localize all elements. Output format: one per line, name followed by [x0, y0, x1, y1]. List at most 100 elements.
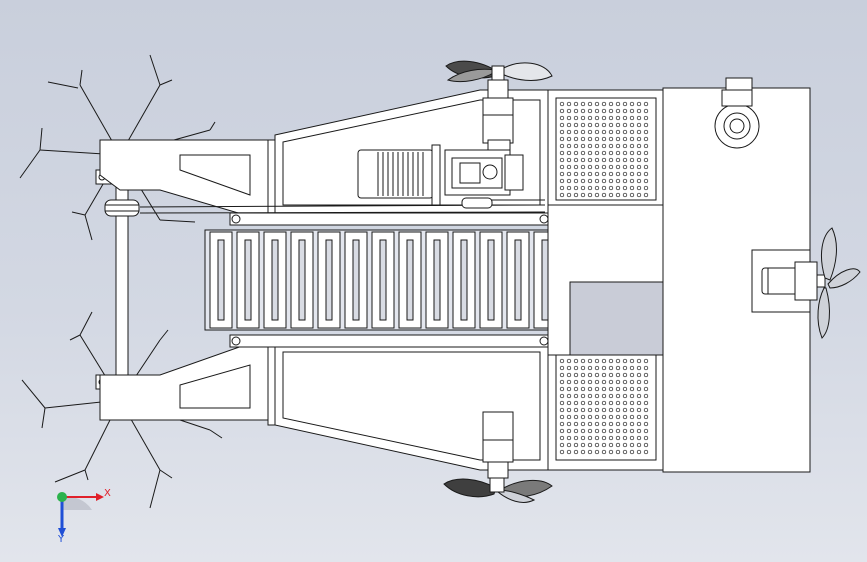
perforation-hole: [636, 379, 642, 385]
perforation-hole: [643, 400, 649, 406]
perforation-hole: [622, 400, 628, 406]
conveyor-slat-slot: [298, 239, 306, 321]
perforation-hole: [608, 386, 614, 392]
perforation-hole: [580, 129, 586, 135]
perforation-hole: [601, 108, 607, 114]
perforation-hole: [580, 400, 586, 406]
perforation-hole: [573, 386, 579, 392]
perforation-hole: [643, 178, 649, 184]
perforation-hole: [580, 365, 586, 371]
perforation-hole: [587, 178, 593, 184]
perforation-hole: [594, 407, 600, 413]
perforation-hole: [601, 407, 607, 413]
perforation-hole: [615, 171, 621, 177]
perforation-hole: [559, 435, 565, 441]
perforation-hole: [573, 372, 579, 378]
perforation-hole: [636, 108, 642, 114]
perforation-hole: [608, 435, 614, 441]
perforation-hole: [629, 358, 635, 364]
perforation-hole: [636, 122, 642, 128]
perforation-hole: [594, 386, 600, 392]
perforation-hole: [594, 449, 600, 455]
perforation-hole: [629, 379, 635, 385]
perforation-hole: [615, 442, 621, 448]
perforation-hole: [622, 372, 628, 378]
perforation-hole: [580, 150, 586, 156]
perforation-hole: [608, 442, 614, 448]
perforation-hole: [587, 421, 593, 427]
perforation-hole: [622, 442, 628, 448]
perforation-hole: [608, 393, 614, 399]
perforation-hole: [636, 115, 642, 121]
perforation-hole: [615, 122, 621, 128]
perforation-hole: [580, 449, 586, 455]
perforation-hole: [587, 185, 593, 191]
perforation-hole: [559, 157, 565, 163]
perforation-hole: [566, 178, 572, 184]
perforation-hole: [594, 122, 600, 128]
perforation-hole: [615, 129, 621, 135]
perforation-hole: [573, 358, 579, 364]
perforation-hole: [622, 407, 628, 413]
perforation-hole: [566, 386, 572, 392]
perforation-hole: [643, 150, 649, 156]
perforation-hole: [566, 185, 572, 191]
perforation-hole: [636, 192, 642, 198]
perforation-hole: [608, 407, 614, 413]
perforation-hole: [643, 108, 649, 114]
perforation-hole: [643, 393, 649, 399]
perforation-hole: [622, 393, 628, 399]
perforation-hole: [566, 171, 572, 177]
perforation-hole: [615, 143, 621, 149]
perforation-hole: [608, 400, 614, 406]
axis-y-label: Y: [57, 534, 65, 545]
perforation-hole: [573, 122, 579, 128]
perforation-hole: [559, 400, 565, 406]
perforation-hole: [594, 178, 600, 184]
perforation-hole: [643, 171, 649, 177]
perforation-hole: [573, 400, 579, 406]
perforation-hole: [559, 171, 565, 177]
perforation-hole: [622, 358, 628, 364]
perforation-hole: [601, 372, 607, 378]
perforation-hole: [601, 157, 607, 163]
perforation-hole: [601, 185, 607, 191]
perforation-hole: [566, 428, 572, 434]
perforation-hole: [622, 129, 628, 135]
perforation-hole: [587, 157, 593, 163]
perforation-hole: [608, 365, 614, 371]
perforation-hole: [580, 393, 586, 399]
perforation-hole: [580, 164, 586, 170]
perforation-hole: [566, 372, 572, 378]
perforation-hole: [643, 129, 649, 135]
perforation-hole: [622, 171, 628, 177]
perforation-hole: [636, 178, 642, 184]
perforation-hole: [566, 115, 572, 121]
perforation-hole: [587, 122, 593, 128]
perforation-hole: [594, 365, 600, 371]
perforation-hole: [615, 428, 621, 434]
perforation-hole: [573, 435, 579, 441]
perforation-hole: [629, 150, 635, 156]
perforation-hole: [573, 407, 579, 413]
perforated-panel-bottom: [555, 354, 657, 461]
perforation-hole: [580, 372, 586, 378]
perforation-hole: [629, 442, 635, 448]
perforation-hole: [615, 386, 621, 392]
perforation-hole: [573, 115, 579, 121]
perforation-hole: [615, 185, 621, 191]
perforation-hole: [559, 449, 565, 455]
perforation-hole: [643, 449, 649, 455]
perforation-hole: [601, 171, 607, 177]
perforation-hole: [580, 435, 586, 441]
perforation-hole: [601, 414, 607, 420]
perforation-hole: [594, 150, 600, 156]
perforation-hole: [615, 164, 621, 170]
perforation-hole: [566, 365, 572, 371]
perforation-hole: [573, 428, 579, 434]
perforation-hole: [573, 157, 579, 163]
perforation-hole: [629, 143, 635, 149]
perforation-hole: [594, 358, 600, 364]
perforation-hole: [566, 157, 572, 163]
perforation-hole: [622, 192, 628, 198]
